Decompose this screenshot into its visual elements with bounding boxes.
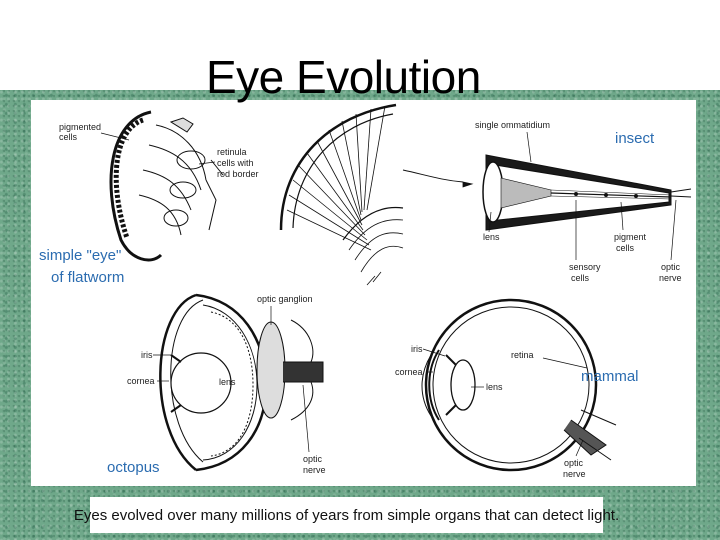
octopus-label-optic-ganglion: optic ganglion (257, 294, 313, 304)
insect-label-optic: optic (661, 262, 681, 272)
insect-label-pigment-2: cells (616, 243, 635, 253)
insect-label-sensory-2: cells (571, 273, 590, 283)
flatworm-heading: simple "eye" (39, 247, 121, 264)
flatworm-label-retinula-2: cells with (217, 158, 254, 168)
insect-pointer-lens (488, 211, 492, 233)
mammal-label-retina: retina (511, 350, 534, 360)
octopus-label-optic-2: nerve (303, 465, 326, 475)
mammal-label-lens: lens (486, 382, 503, 392)
octopus-label-iris: iris (141, 350, 153, 360)
mammal-pointer-iris (422, 348, 446, 357)
insect-heading: insect (615, 130, 655, 147)
octopus-pointer-optic (302, 384, 310, 453)
flatworm-pointer-pigmented (100, 132, 130, 141)
caption-text: Eyes evolved over many millions of years… (73, 506, 620, 524)
mammal-label-cornea: cornea (395, 367, 423, 377)
flatworm-label-pigmented-2: cells (59, 132, 78, 142)
octopus-label-optic: optic (303, 454, 323, 464)
flatworm-label-pigmented: pigmented (59, 122, 101, 132)
flatworm-pointer-retinula (198, 161, 216, 165)
insect-label-sensory: sensory (569, 262, 601, 272)
insect-pointer-pigment (620, 201, 624, 231)
octopus-heading: octopus (107, 459, 160, 476)
insect-label-optic-2: nerve (659, 273, 682, 283)
caption-box: Eyes evolved over many millions of years… (74, 497, 619, 533)
mammal-pointer-retina (542, 357, 588, 369)
compound-eye-illustration (279, 103, 474, 286)
insect-label-pigment: pigment (614, 232, 647, 242)
ommatidium-illustration (482, 154, 692, 231)
mammal-heading: mammal (581, 368, 639, 385)
insect-pointer-optic (670, 199, 677, 261)
slide-title: Eye Evolution (206, 51, 481, 103)
mammal-pointer-optic (575, 439, 584, 457)
octopus-label-lens: lens (219, 377, 236, 387)
eye-diagram-svg: pigmented cells retinula cells with rod … (39, 103, 692, 479)
flatworm-heading-2: of flatworm (51, 269, 124, 286)
eye-evolution-figure: pigmented cells retinula cells with rod … (31, 100, 696, 486)
octopus-eye-illustration (159, 293, 324, 472)
mammal-label-iris: iris (411, 344, 423, 354)
mammal-label-optic-2: nerve (563, 469, 586, 479)
flatworm-eye-illustration (109, 110, 224, 262)
flatworm-label-retinula: retinula (217, 147, 247, 157)
octopus-label-cornea: cornea (127, 376, 155, 386)
insect-pointer-ommatidium (526, 131, 532, 163)
insect-label-ommatidium: single ommatidium (475, 120, 550, 130)
mammal-eye-illustration (421, 298, 617, 472)
mammal-label-optic: optic (564, 458, 584, 468)
insect-label-lens: lens (483, 232, 500, 242)
flatworm-label-retinula-3: rod border (217, 169, 259, 179)
